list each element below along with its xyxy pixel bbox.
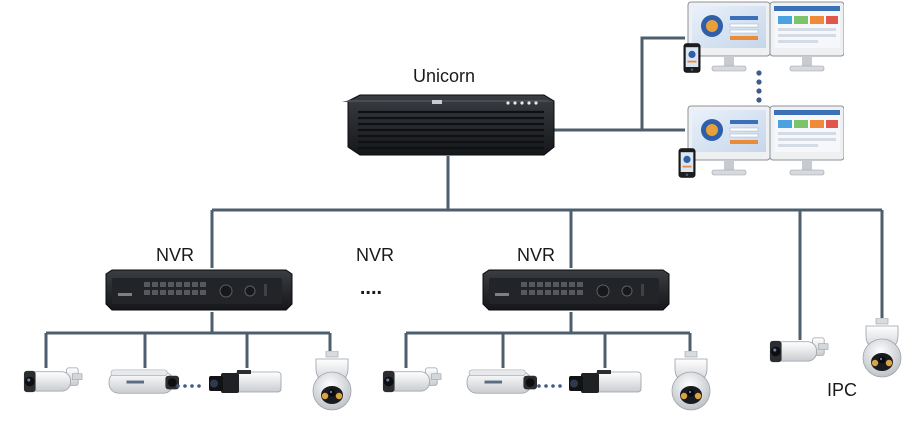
monitor-workstation-icon [687,1,844,72]
right-nvr-camera-bus [404,312,692,368]
camera-ellipsis-dots [537,384,562,388]
nvr-right-device [482,269,670,311]
server-to-clients-link [553,36,685,132]
bullet-camera-icon [108,369,180,394]
box-camera-icon [568,369,642,394]
client-workstation-top [683,1,844,73]
nvr-middle-label: NVR [356,245,394,265]
ptz-dome-camera-icon [671,351,711,411]
monitor-workstation-icon [687,105,844,176]
ptz-dome-camera-icon [312,351,352,411]
nvr-right-label: NVR [517,245,555,265]
bullet-camera-icon [769,337,829,363]
camera-ellipsis-dots [176,384,201,388]
rack-server-icon [342,94,555,156]
direct-ipc-cameras: IPC [769,318,902,400]
nvr-left-device [105,269,293,311]
left-nvr-camera-bus [44,312,332,368]
smartphone-icon [683,43,701,73]
nvr-ellipsis-dots: .... [360,277,382,299]
smartphone-icon [678,148,696,178]
client-workstation-bottom [678,105,844,178]
bullet-camera-icon [382,367,442,393]
right-nvr-cameras [382,351,711,411]
ptz-dome-camera-icon [862,318,902,378]
left-nvr-cameras [23,351,352,411]
ipc-label: IPC [827,380,857,400]
client-ellipsis-dots [756,70,762,103]
bullet-camera-icon [466,369,538,394]
bullet-camera-icon [23,367,83,393]
nvr-left-label: NVR [156,245,194,265]
main-bus-line [212,156,882,212]
connection-lines [44,36,884,368]
server-label: Unicorn [413,66,475,86]
box-camera-icon [208,369,282,394]
unicorn-server: Unicorn [342,66,555,156]
